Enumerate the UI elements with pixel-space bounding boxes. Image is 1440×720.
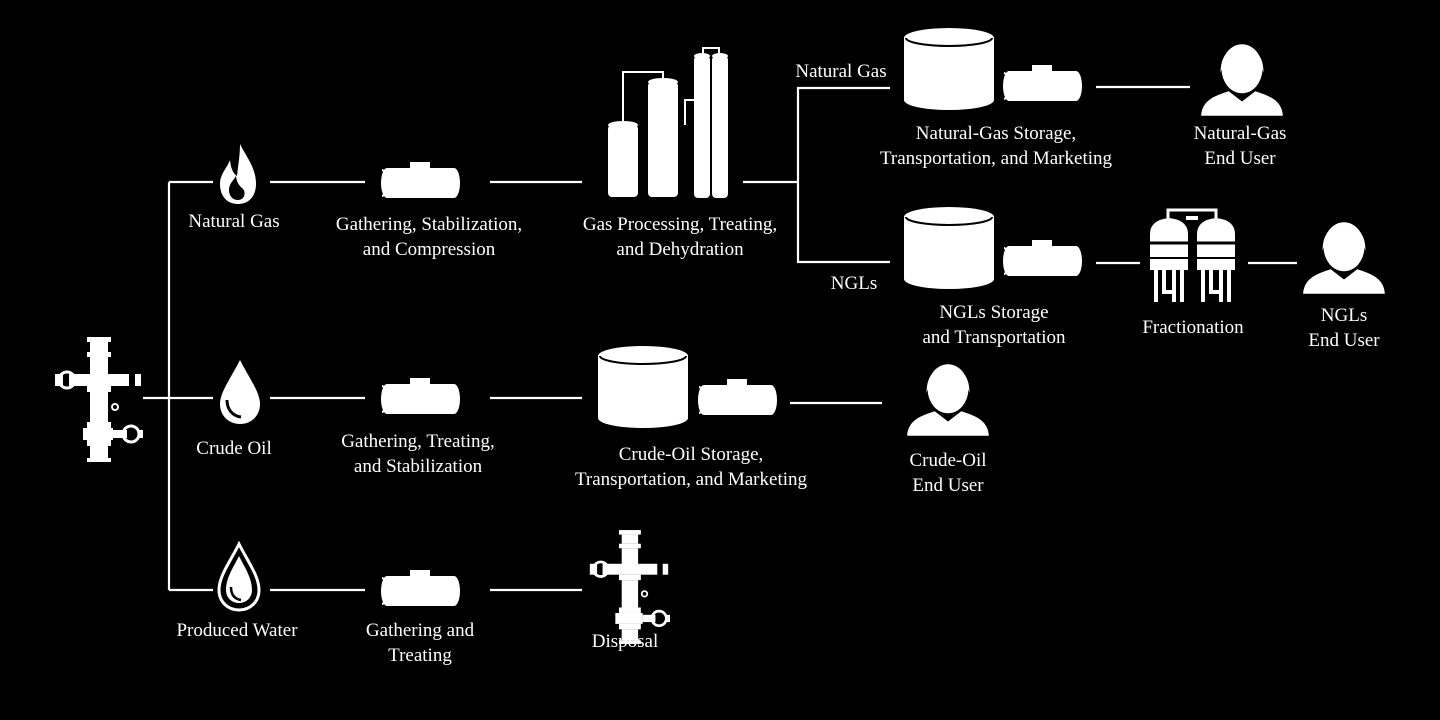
ng-gathering-pipe-icon [380,162,460,199]
natural-gas-branch-label: Natural Gas [795,61,887,82]
ngl-user-person-icon [1303,222,1385,294]
processing-columns-icon [608,47,728,198]
produced-water-source-label: Produced Water [176,620,298,641]
ngl-storage-pipe-icon [1002,240,1082,277]
ng-user-person-icon [1201,44,1283,116]
oil-user-person-icon [907,364,989,436]
flow-lines [143,85,1297,592]
oil-drop-icon [220,360,260,424]
ng-storage-label: Natural-Gas Storage, Transportation, and… [879,123,1113,169]
ng-gathering-label: Gathering, Stabilization, and Compressio… [335,214,523,260]
disposal-wellhead-icon [588,530,670,644]
oil-storage-label: Crude-Oil Storage, Transportation, and M… [574,444,808,490]
crude-oil-source-label: Crude Oil [196,438,272,459]
fractionation-icon [1150,208,1235,302]
water-gathering-pipe-icon [380,570,460,607]
oil-storage-tank-icon [598,346,688,429]
ngl-branch-label: NGLs [830,273,878,294]
fractionation-label: Fractionation [1142,317,1244,338]
ng-user-label: Natural-Gas End User [1193,123,1287,169]
oil-gathering-label: Gathering, Treating, and Stabilization [341,431,495,477]
oil-user-label: Crude-Oil End User [909,450,987,496]
ngl-storage-tank-icon [904,207,994,290]
water-gathering-label: Gathering and Treating [365,620,475,666]
ngl-storage-label: NGLs Storage and Transportation [922,302,1066,348]
oil-gathering-pipe-icon [380,378,460,415]
ngl-user-label: NGLs End User [1308,305,1380,351]
gas-processing-label: Gas Processing, Treating, and Dehydratio… [582,214,778,260]
gas-split-line [796,86,890,264]
natural-gas-source-label: Natural Gas [188,211,280,232]
water-drop-icon [217,540,261,612]
ng-storage-pipe-icon [1002,65,1082,102]
oil-storage-pipe-icon [697,379,777,416]
disposal-label: Disposal [591,631,659,652]
ng-storage-tank-icon [904,28,994,111]
flame-icon [220,144,256,204]
wellhead-icon [53,337,143,462]
